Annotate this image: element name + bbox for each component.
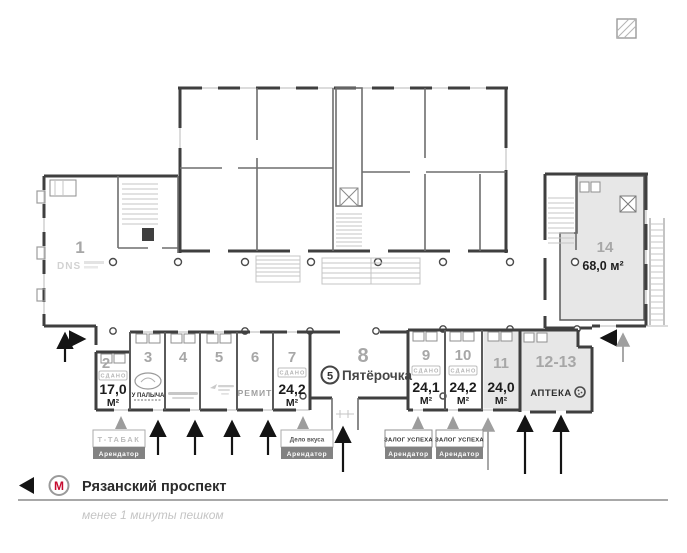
pyaterochka-logo-icon: 5 <box>320 365 340 385</box>
room-8[interactable]: 8 5 Пятёрочка <box>320 345 413 385</box>
room-11[interactable]: 11 24,0 М² <box>483 331 520 409</box>
entrance-triangle <box>447 416 459 429</box>
room-2-area-unit: М² <box>107 397 120 409</box>
room-7-number: 7 <box>288 349 296 366</box>
room-2-status: СДАНО <box>101 374 127 380</box>
tenant-box-sub: Арендатор <box>439 451 479 458</box>
apteka-logo-icon <box>574 386 586 398</box>
room-9[interactable]: 9 СДАНО 24,1 М² <box>411 331 441 407</box>
walk-time: менее 1 минуты пешком <box>82 508 224 522</box>
tenant-box-name: ЗАЛОГ УСПЕХА <box>435 438 484 444</box>
room-5[interactable]: 5 <box>206 333 234 395</box>
room-10-area-unit: М² <box>457 395 470 407</box>
fixture <box>487 331 500 342</box>
room-1-number: 1 <box>75 238 84 257</box>
entrance-arrows <box>56 329 631 474</box>
room-7-area: 24,2 <box>278 381 305 397</box>
stairs-icon <box>255 255 301 283</box>
room-11-number: 11 <box>493 355 509 372</box>
tenant-box-zalog-uspeha-2: ЗАЛОГ УСПЕХА Арендатор <box>435 429 484 459</box>
room-11-area: 24,0 <box>487 379 514 395</box>
dns-logo-tagline <box>84 266 98 269</box>
room-9-area-unit: М² <box>420 395 433 407</box>
svg-text:М: М <box>54 479 64 493</box>
stairs-icon <box>548 197 574 244</box>
apteka-logo: АПТЕКА <box>530 388 571 399</box>
entrance-triangle <box>412 416 424 429</box>
room-6-number: 6 <box>251 349 259 366</box>
room-3[interactable]: 3 У ПАЛЫЧА <box>132 333 165 401</box>
stairs-icon <box>336 213 362 247</box>
u-palycha-logo-icon <box>134 372 162 390</box>
room-9-status: СДАНО <box>414 369 440 375</box>
elevator-icon <box>339 187 359 207</box>
room-10[interactable]: 10 СДАНО 24,2 М² <box>448 331 478 407</box>
room-9-area: 24,1 <box>412 379 439 395</box>
tenant-box-sub: Арендатор <box>287 451 327 458</box>
room-10-area: 24,2 <box>449 379 476 395</box>
external-stair-icon <box>649 218 665 325</box>
remit-logo: РЕМИТ <box>238 388 273 398</box>
room-2-area: 17,0 <box>99 381 126 397</box>
room-5-number: 5 <box>215 349 223 366</box>
tenant-box-t-tabak: Т-ТАБАК Арендатор <box>92 429 146 459</box>
tenant-box-name: Т-ТАБАК <box>98 435 141 444</box>
tenant-logo-icon <box>210 384 234 395</box>
tenant-box-sub: Арендатор <box>388 451 428 458</box>
room-2[interactable]: 2 СДАНО 17,0 М² <box>98 353 128 409</box>
station-name: Рязанский проспект <box>82 479 226 495</box>
room-12-13[interactable]: 12-13 АПТЕКА <box>518 328 594 414</box>
room-10-status: СДАНО <box>451 369 477 375</box>
room-4-number: 4 <box>179 349 188 366</box>
room-9-status-badge <box>411 365 441 376</box>
pyaterochka-logo: Пятёрочка <box>342 368 412 383</box>
metro-icon: М <box>48 475 70 496</box>
tenant-logo-icon <box>168 392 198 399</box>
room-14-area: 68,0 м² <box>582 259 623 273</box>
u-palycha-logo: У ПАЛЫЧА <box>132 393 165 399</box>
room-4[interactable]: 4 <box>168 333 198 399</box>
room-14-number: 14 <box>597 239 614 256</box>
dns-logo-tagline <box>84 261 104 264</box>
room-10-status-badge <box>448 365 478 376</box>
room-7-status: СДАНО <box>280 371 306 377</box>
entrance-triangle <box>297 416 309 429</box>
stairs-icon <box>321 257 421 285</box>
dns-logo: DNS <box>57 261 81 272</box>
room-12-13-number: 12-13 <box>536 354 577 371</box>
fixture <box>500 331 513 342</box>
hatched-box-icon <box>616 18 637 39</box>
right-wing-walls <box>543 172 648 330</box>
stair-landing <box>142 228 154 241</box>
elevator-icon <box>619 195 637 213</box>
room-9-number: 9 <box>422 347 430 364</box>
room-6[interactable]: 6 РЕМИТ <box>238 349 273 398</box>
room-7-status-badge <box>277 367 307 378</box>
left-wing-walls <box>36 174 179 345</box>
room-1[interactable]: 1 DNS <box>57 238 104 272</box>
room-2-status-badge <box>98 370 128 381</box>
room-8-number: 8 <box>357 345 368 367</box>
tenant-box-name: ЗАЛОГ УСПЕХА <box>384 438 433 444</box>
tenant-box-name: Дело вкуса <box>290 437 325 444</box>
metro-footer: М Рязанский проспект менее 1 минуты пешк… <box>18 475 668 522</box>
room-11-area-unit: М² <box>495 395 508 407</box>
stairs-icon <box>122 183 158 241</box>
tenant-box-sub: Арендатор <box>99 451 139 458</box>
room-7[interactable]: 7 СДАНО 24,2 М² <box>277 349 307 409</box>
retail-strip-walls <box>94 328 520 430</box>
tenant-box-delo-vkusa: Дело вкуса Арендатор <box>280 429 334 459</box>
room-2-number: 2 <box>102 355 110 372</box>
back-arrow-icon <box>19 477 34 494</box>
room-10-number: 10 <box>455 347 472 364</box>
room-3-number: 3 <box>144 349 152 366</box>
entrance-triangle <box>115 416 127 429</box>
room-7-area-unit: М² <box>286 397 299 409</box>
svg-text:5: 5 <box>327 371 333 383</box>
tenant-box-zalog-uspeha-1: ЗАЛОГ УСПЕХА Арендатор <box>384 429 433 459</box>
upper-block-walls <box>178 86 508 253</box>
